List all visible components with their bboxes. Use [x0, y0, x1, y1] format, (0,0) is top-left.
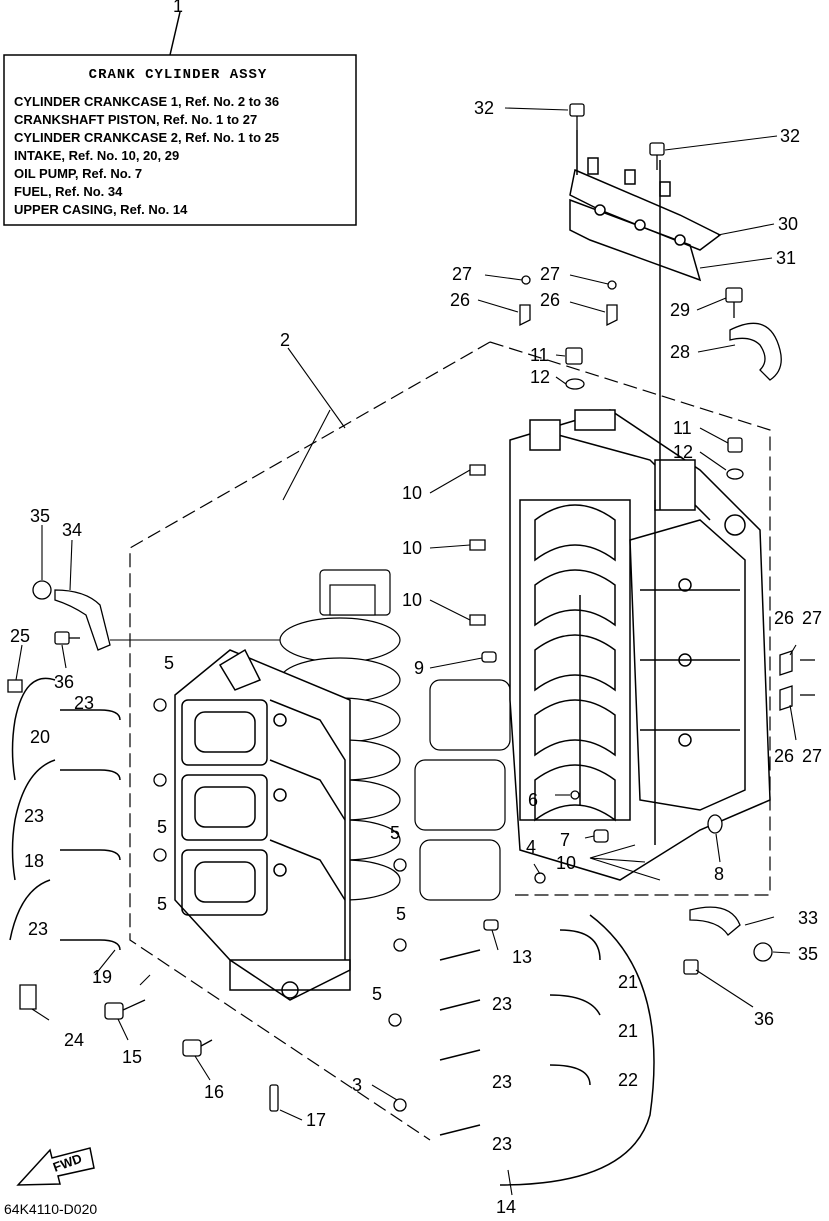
callout-32: 32 — [780, 126, 800, 146]
callout-14: 14 — [496, 1197, 516, 1217]
callout-36: 36 — [54, 672, 74, 692]
callout-27: 27 — [452, 264, 472, 284]
fastener-parts — [7, 103, 815, 1112]
callout-28: 28 — [670, 342, 690, 362]
assembly-line: OIL PUMP, Ref. No. 7 — [14, 166, 142, 181]
leader-lines — [15, 107, 797, 1196]
callout-15: 15 — [122, 1047, 142, 1067]
callout-26: 26 — [540, 290, 560, 310]
callout-12: 12 — [530, 367, 550, 387]
callout-23: 23 — [492, 1134, 512, 1154]
callout-32: 32 — [474, 98, 494, 118]
callout-25: 25 — [10, 626, 30, 646]
callout-6: 6 — [528, 790, 538, 810]
callout-5: 5 — [396, 904, 406, 924]
callout-11: 11 — [673, 418, 692, 438]
callout-5: 5 — [164, 653, 174, 673]
callout-23: 23 — [28, 919, 48, 939]
assembly-line: CYLINDER CRANKCASE 2, Ref. No. 1 to 25 — [14, 130, 279, 145]
assembly-line: FUEL, Ref. No. 34 — [14, 184, 123, 199]
callout-29: 29 — [670, 300, 690, 320]
callout-5: 5 — [372, 984, 382, 1004]
callout-27: 27 — [802, 608, 822, 628]
assembly-line: CYLINDER CRANKCASE 1, Ref. No. 2 to 36 — [14, 94, 279, 109]
callout-27: 27 — [802, 746, 822, 766]
callout-31: 31 — [776, 248, 796, 268]
callout-26: 26 — [450, 290, 470, 310]
callout-9: 9 — [414, 658, 424, 678]
assembly-title: CRANK CYLINDER ASSY — [89, 67, 268, 83]
callout-35: 35 — [798, 944, 818, 964]
callout-27: 27 — [540, 264, 560, 284]
assembly-outline — [129, 341, 771, 1141]
callout-22: 22 — [618, 1070, 638, 1090]
callout-24: 24 — [64, 1030, 84, 1050]
callout-11: 11 — [530, 345, 549, 365]
callout-23: 23 — [24, 806, 44, 826]
callout-34: 34 — [62, 520, 82, 540]
callout-21: 21 — [618, 972, 638, 992]
callout-10: 10 — [402, 538, 422, 558]
callout-labels: 32 32 30 31 27 27 26 26 29 28 2 11 12 11… — [10, 98, 822, 1217]
callout-5: 5 — [390, 823, 400, 843]
callout-33: 33 — [798, 908, 818, 928]
callout-5: 5 — [157, 894, 167, 914]
callout-2: 2 — [280, 330, 290, 350]
callout-18: 18 — [24, 851, 44, 871]
callout-30: 30 — [778, 214, 798, 234]
crankcase-block-right — [509, 409, 771, 881]
callout-10: 10 — [402, 590, 422, 610]
callout-23: 23 — [74, 693, 94, 713]
forward-direction-arrow: FWD — [16, 1147, 95, 1186]
callout-20: 20 — [30, 727, 50, 747]
callout-10: 10 — [402, 483, 422, 503]
callout-13: 13 — [512, 947, 532, 967]
callout-10: 10 — [556, 853, 576, 873]
callout-5: 5 — [157, 817, 167, 837]
assembly-line: CRANKSHAFT PISTON, Ref. No. 1 to 27 — [14, 112, 257, 127]
crankcase-block-left — [174, 648, 351, 1001]
callout-16: 16 — [204, 1082, 224, 1102]
callout-8: 8 — [714, 864, 724, 884]
bolt-32-right — [649, 142, 665, 156]
callout-1: 1 — [173, 0, 183, 16]
callout-23: 23 — [492, 994, 512, 1014]
callout-17: 17 — [306, 1110, 326, 1130]
callout-26: 26 — [774, 746, 794, 766]
callout-12: 12 — [673, 442, 693, 462]
callout-26: 26 — [774, 608, 794, 628]
callout-19: 19 — [92, 967, 112, 987]
callout-4: 4 — [526, 837, 536, 857]
callout-36: 36 — [754, 1009, 774, 1029]
drawing-code: 64K4110-D020 — [4, 1201, 97, 1217]
assembly-line: INTAKE, Ref. No. 10, 20, 29 — [14, 148, 179, 163]
callout-3: 3 — [352, 1075, 362, 1095]
callout-35: 35 — [30, 506, 50, 526]
bolt-32-top — [569, 103, 585, 117]
callout-21: 21 — [618, 1021, 638, 1041]
callout-23: 23 — [492, 1072, 512, 1092]
hose-set — [9, 677, 655, 1186]
assembly-line: UPPER CASING, Ref. No. 14 — [14, 202, 188, 217]
callout-7: 7 — [560, 830, 570, 850]
assembly-info-box: 1 CRANK CYLINDER ASSY CYLINDER CRANKCASE… — [3, 0, 357, 226]
cylinder-head-cover — [569, 130, 722, 510]
